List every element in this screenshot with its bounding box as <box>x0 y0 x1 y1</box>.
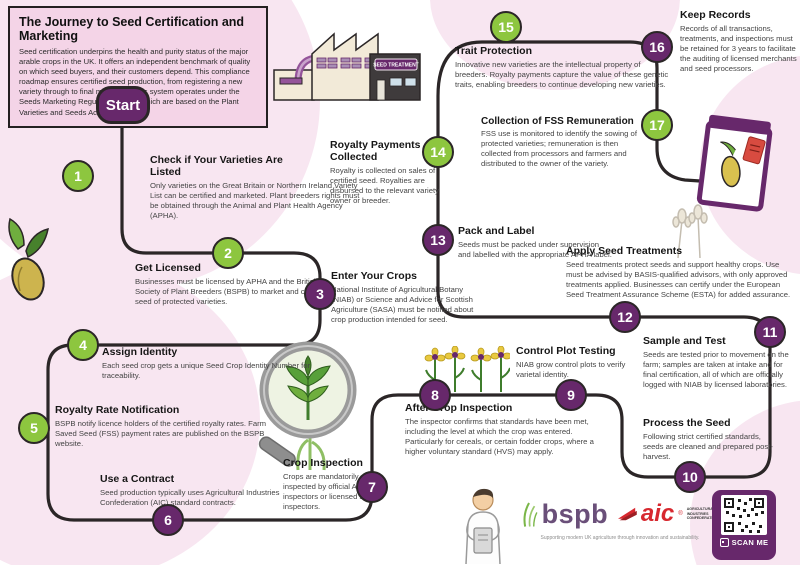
page-title: The Journey to Seed Certification and Ma… <box>19 15 245 43</box>
step-10-title: Process the Seed <box>643 417 731 429</box>
step-3-text: Enter Your Crops National Institute of A… <box>331 270 481 325</box>
step-12-text: Apply Seed Treatments Seed treatments pr… <box>566 245 796 300</box>
factory-sign-label: SEED TREATMENT <box>373 63 418 69</box>
step-12-body: Seed treatments protect seeds and suppor… <box>566 259 791 299</box>
step-5-body: BSPB notify licence holders of the certi… <box>55 418 267 448</box>
step-7-badge: 7 <box>356 471 388 503</box>
step-17-title: Collection of FSS Remuneration <box>481 116 634 127</box>
step-7-title: Crop Inspection <box>283 457 363 469</box>
step-15-badge: 15 <box>490 11 522 43</box>
factory-illustration: SEED TREATMENT <box>272 26 422 107</box>
step-14-badge: 14 <box>422 136 454 168</box>
step-3-title: Enter Your Crops <box>331 270 417 282</box>
step-1-title: Check if Your Varieties Are Listed <box>150 154 283 178</box>
step-16-body: Records of all transactions, treatments,… <box>680 23 797 73</box>
step-14-title: Royalty Payments Collected <box>330 139 421 163</box>
step-6-text: Use a Contract Seed production typically… <box>100 473 305 508</box>
step-13-body: Seeds must be packed under supervision a… <box>458 239 612 259</box>
step-14-text: Royalty Payments Collected Royalty is co… <box>330 139 465 206</box>
step-3-badge: 3 <box>304 278 336 310</box>
bspb-logo: bspb <box>541 498 609 529</box>
step-5-text: Royalty Rate Notification BSPB notify li… <box>55 404 275 449</box>
step-17-body: FSS use is monitored to identify the sow… <box>481 129 637 169</box>
inspector-illustration <box>446 484 520 565</box>
step-13-text: Pack and Label Seeds must be packed unde… <box>458 225 613 260</box>
start-badge: Start <box>96 86 150 124</box>
step-2-title: Get Licensed <box>135 262 201 274</box>
step-12-badge: 12 <box>609 301 641 333</box>
step-1-badge: 1 <box>62 160 94 192</box>
title-box: The Journey to Seed Certification and Ma… <box>8 6 268 128</box>
step-2-badge: 2 <box>212 237 244 269</box>
seed-illustration <box>0 215 60 320</box>
step-10-body: Following strict certified standards, se… <box>643 431 773 461</box>
magnifier-plant-illustration <box>250 328 370 478</box>
wheat-sketch-illustration <box>658 200 720 265</box>
step-4-badge: 4 <box>67 329 99 361</box>
step-13-title: Pack and Label <box>458 225 535 237</box>
aic-subtext: Agricultural Industries Confederation <box>686 507 718 521</box>
bspb-leaves-icon <box>523 502 538 527</box>
step-5-title: Royalty Rate Notification <box>55 404 180 416</box>
step-15-text: Trait Protection Innovative new varietie… <box>455 45 675 90</box>
qr-badge: SCAN ME <box>712 490 776 560</box>
step-13-badge: 13 <box>422 224 454 256</box>
step-2-text: Get Licensed Businesses must be licensed… <box>135 262 335 307</box>
step-9-badge: 9 <box>555 379 587 411</box>
footer-logos: bspb aic ® Agricultural Industries Confe… <box>522 496 718 541</box>
step-10-badge: 10 <box>674 461 706 493</box>
aic-registered-mark: ® <box>678 511 683 517</box>
step-1-text: Check if Your Varieties Are Listed Only … <box>150 154 365 221</box>
step-8-title: After Crop Inspection <box>405 402 513 414</box>
step-17-text: Collection of FSS Remuneration FSS use i… <box>481 116 681 169</box>
step-8-badge: 8 <box>419 379 451 411</box>
step-7-body: Crops are mandatorily inspected by offic… <box>283 471 377 511</box>
step-11-body: Seeds are tested prior to movement on th… <box>643 349 789 389</box>
step-11-text: Sample and Test Seeds are tested prior t… <box>643 335 800 390</box>
step-12-title: Apply Seed Treatments <box>566 245 683 257</box>
step-10-text: Process the Seed Following strict certif… <box>643 417 788 462</box>
step-4-body: Each seed crop gets a unique Seed Crop I… <box>102 360 311 380</box>
step-17-badge: 17 <box>641 109 673 141</box>
step-16-title: Keep Records <box>680 9 751 21</box>
step-8-text: After Crop Inspection The inspector conf… <box>405 402 595 457</box>
flowers-illustration <box>424 345 512 399</box>
step-16-badge: 16 <box>641 31 673 63</box>
seed-packet-illustration <box>690 106 780 220</box>
step-16-text: Keep Records Records of all transactions… <box>680 9 800 74</box>
step-14-body: Royalty is collected on sales of certifi… <box>330 165 439 205</box>
step-7-text: Crop Inspection Crops are mandatorily in… <box>283 457 393 512</box>
step-4-title: Assign Identity <box>102 346 178 358</box>
step-1-body: Only varieties on the Great Britain or N… <box>150 180 360 220</box>
step-3-body: National Institute of Agricultural Botan… <box>331 284 474 324</box>
step-11-title: Sample and Test <box>643 335 726 347</box>
step-4-text: Assign Identity Each seed crop gets a un… <box>102 346 312 381</box>
step-5-badge: 5 <box>18 412 50 444</box>
aic-logo: aic <box>640 500 675 527</box>
step-15-title: Trait Protection <box>455 45 533 57</box>
footer-tagline: Supporting modern UK agriculture through… <box>540 535 700 541</box>
step-6-body: Seed production typically uses Agricultu… <box>100 487 280 507</box>
qr-label: SCAN ME <box>731 538 769 547</box>
step-15-body: Innovative new varieties are the intelle… <box>455 59 669 89</box>
aic-swoosh-icon <box>618 507 637 521</box>
step-8-body: The inspector confirms that standards ha… <box>405 416 594 456</box>
step-2-body: Businesses must be licensed by APHA and … <box>135 276 322 306</box>
step-6-title: Use a Contract <box>100 473 175 485</box>
step-9-body: NIAB grow control plots to verify variet… <box>516 359 626 379</box>
scan-icon <box>719 538 729 547</box>
step-9-title: Control Plot Testing <box>516 345 616 357</box>
qr-code <box>721 495 767 535</box>
step-11-badge: 11 <box>754 316 786 348</box>
step-9-text: Control Plot Testing NIAB grow control p… <box>516 345 686 380</box>
step-6-badge: 6 <box>152 504 184 536</box>
